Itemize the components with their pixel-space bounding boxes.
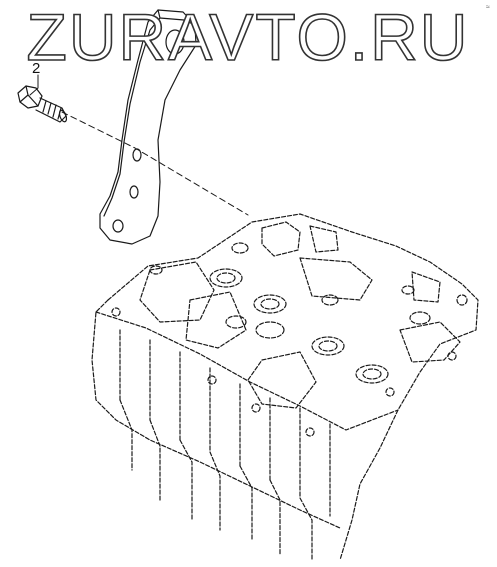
callout-leader-line <box>29 74 39 96</box>
cylinder-head-part <box>91 213 479 561</box>
assembly-center-line <box>61 111 249 216</box>
callout-label: 2 <box>32 60 41 77</box>
corner-mark: ≈ <box>486 4 490 11</box>
lifting-bracket-part <box>99 9 197 245</box>
watermark-text: ZURAVTO.RU <box>27 2 470 72</box>
bolt-part <box>17 85 68 123</box>
watermark-logo: ZURAVTO.RU <box>26 2 470 72</box>
bracket-hole-top <box>165 29 185 55</box>
watermark: ZURAVTO.RU <box>0 2 497 72</box>
